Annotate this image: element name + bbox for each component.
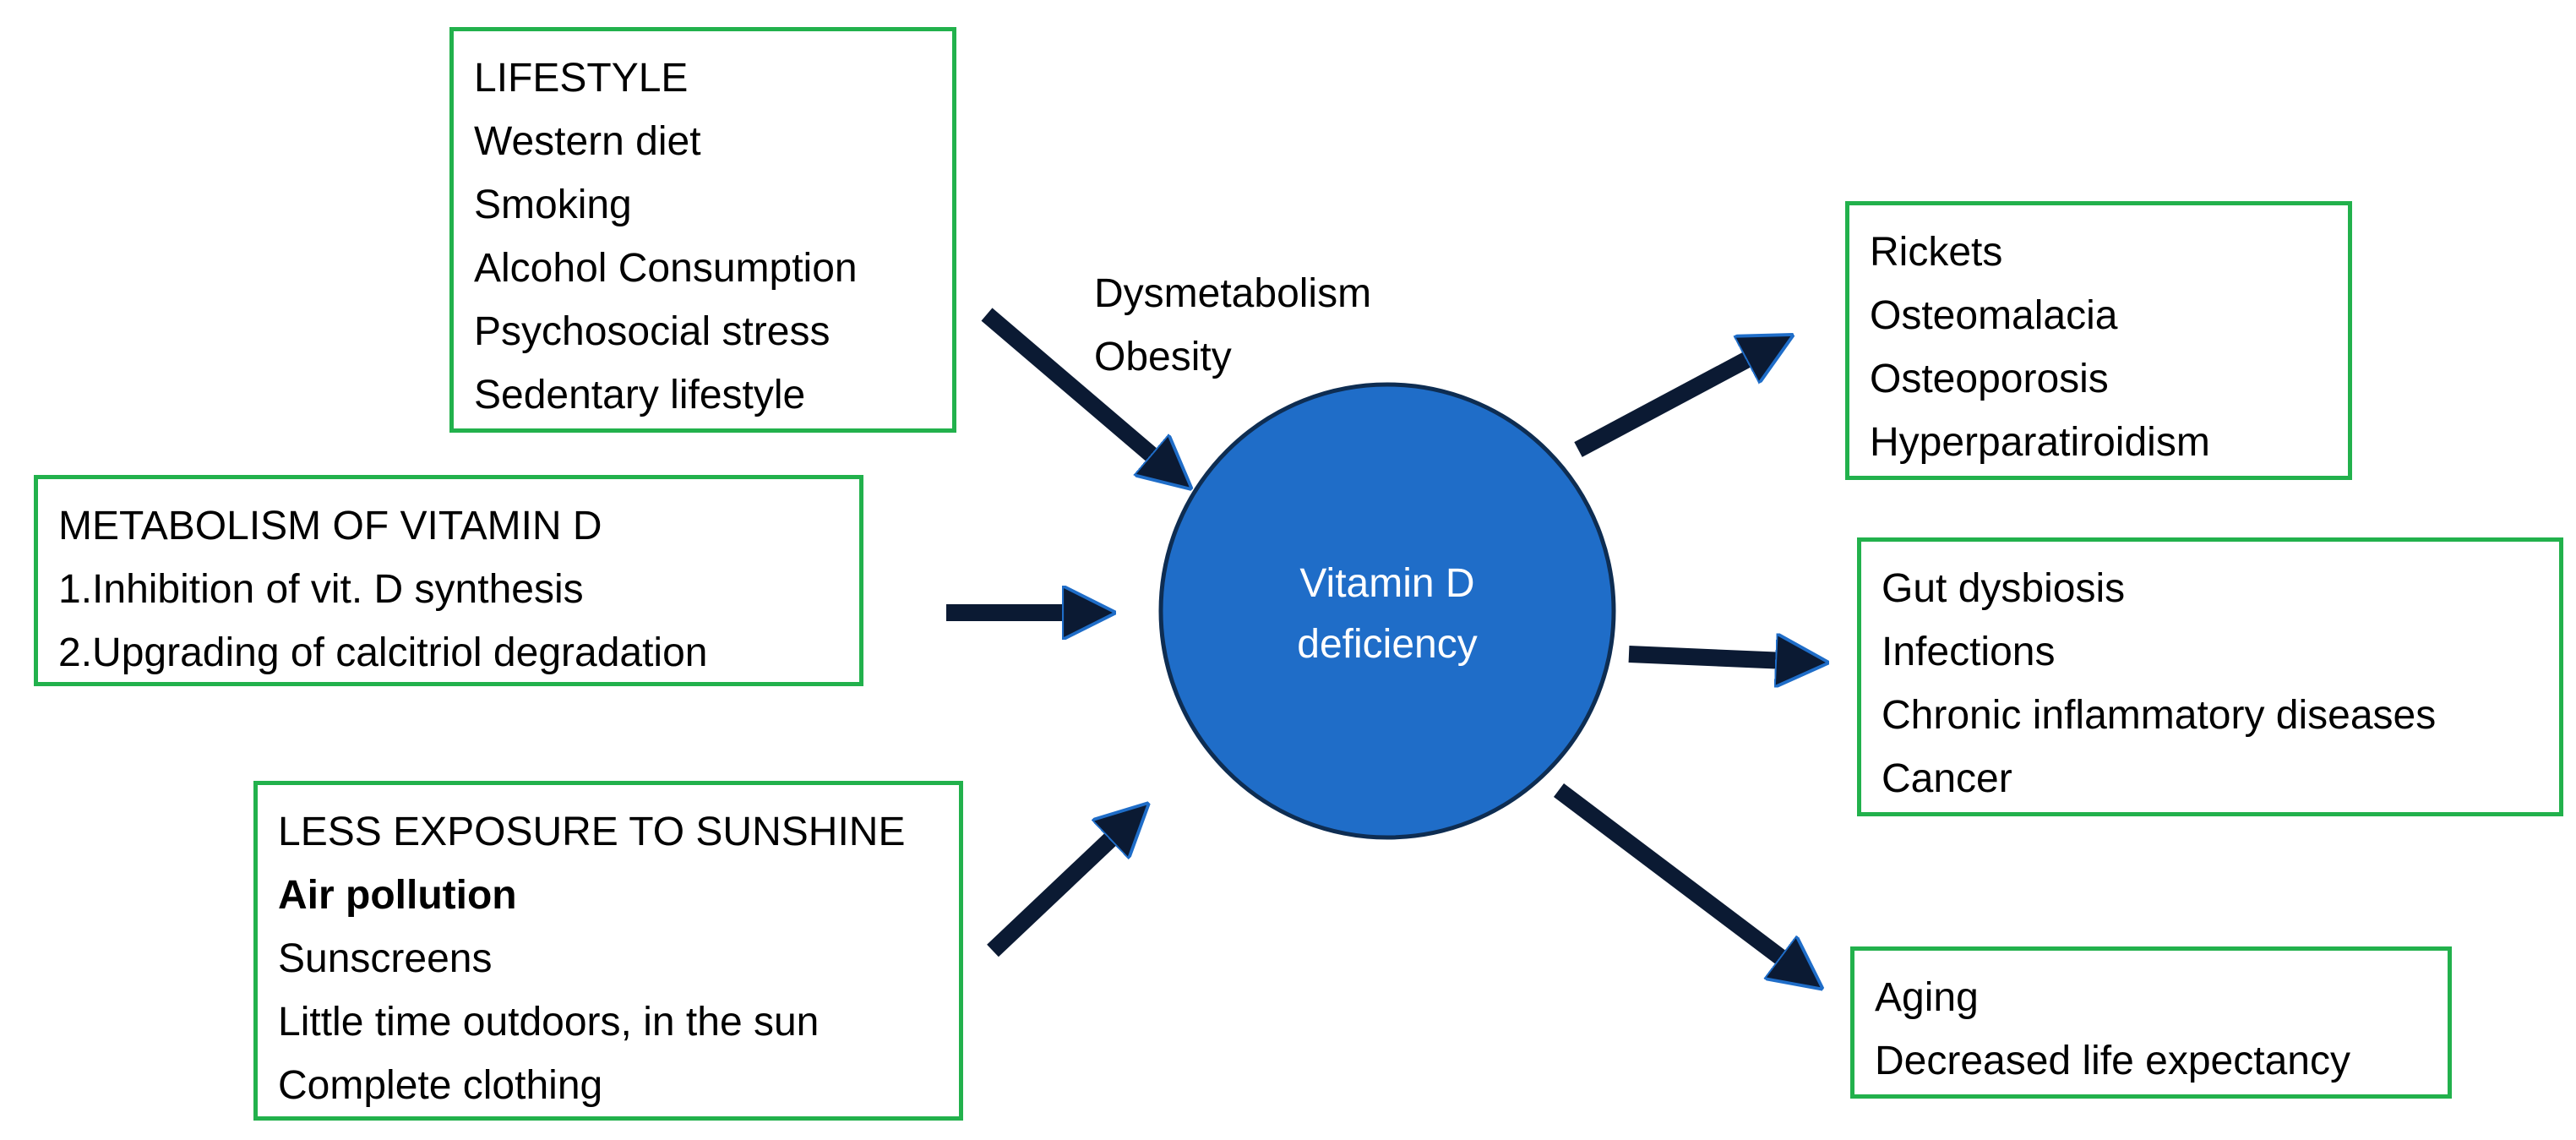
sunshine-title: LESS EXPOSURE TO SUNSHINE	[278, 810, 906, 854]
arrow-center-to-aging	[1553, 783, 1789, 963]
dysmetabolism-line: Dysmetabolism	[1094, 271, 1372, 316]
immune-outcome-item: Cancer	[1882, 756, 2012, 801]
bone-outcome-item: Hyperparatiroidism	[1870, 420, 2210, 465]
sunshine-bold-item: Air pollution	[278, 873, 517, 918]
bone-outcome-item: Osteomalacia	[1870, 293, 2118, 338]
arrow-center-to-bone	[1574, 355, 1756, 457]
sunshine-item: Sunscreens	[278, 936, 493, 981]
immune-outcomes-box: Gut dysbiosis Infections Chronic inflamm…	[1857, 537, 2563, 816]
bone-outcomes-box: Rickets Osteomalacia Osteoporosis Hyperp…	[1845, 201, 2352, 480]
aging-outcomes-box: Aging Decreased life expectancy	[1850, 946, 2452, 1099]
immune-outcome-item: Chronic inflammatory diseases	[1882, 693, 2437, 738]
aging-outcome-item: Decreased life expectancy	[1875, 1039, 2350, 1083]
lifestyle-item: Western diet	[474, 119, 701, 164]
aging-outcome-item: Aging	[1875, 975, 1979, 1020]
sunshine-box: LESS EXPOSURE TO SUNSHINE Air pollution …	[253, 781, 963, 1121]
sunshine-item: Little time outdoors, in the sun	[278, 1000, 820, 1045]
bone-outcome-item: Rickets	[1870, 230, 2003, 275]
arrow-sunshine-to-center	[987, 832, 1118, 957]
center-label-line1: Vitamin D	[1299, 561, 1475, 606]
immune-outcome-item: Gut dysbiosis	[1882, 566, 2126, 611]
center-label: Vitamin D deficiency	[1159, 554, 1615, 675]
obesity-line: Obesity	[1094, 335, 1232, 379]
lifestyle-item: Alcohol Consumption	[474, 246, 858, 291]
metabolism-title: METABOLISM OF VITAMIN D	[58, 504, 602, 548]
vitamin-d-deficiency-circle	[1158, 382, 1616, 840]
arrow-center-to-immune	[1628, 654, 1786, 661]
bone-outcome-item: Osteoporosis	[1870, 357, 2109, 401]
lifestyle-item: Sedentary lifestyle	[474, 373, 806, 417]
lifestyle-box: LIFESTYLE Western diet Smoking Alcohol C…	[449, 27, 956, 433]
lifestyle-item: Smoking	[474, 183, 632, 227]
lifestyle-item: Psychosocial stress	[474, 309, 831, 354]
center-label-line2: deficiency	[1297, 622, 1478, 667]
metabolism-item: 2.Upgrading of calcitriol degradation	[58, 630, 708, 675]
arrow-lifestyle-to-center	[981, 308, 1159, 461]
metabolism-item: 1.Inhibition of vit. D synthesis	[58, 567, 584, 612]
sunshine-item: Complete clothing	[278, 1063, 603, 1108]
lifestyle-title: LIFESTYLE	[474, 56, 689, 101]
immune-outcome-item: Infections	[1882, 630, 2056, 674]
dysmetabolism-text: Dysmetabolism Obesity	[1094, 262, 1371, 389]
metabolism-box: METABOLISM OF VITAMIN D 1.Inhibition of …	[34, 475, 863, 686]
